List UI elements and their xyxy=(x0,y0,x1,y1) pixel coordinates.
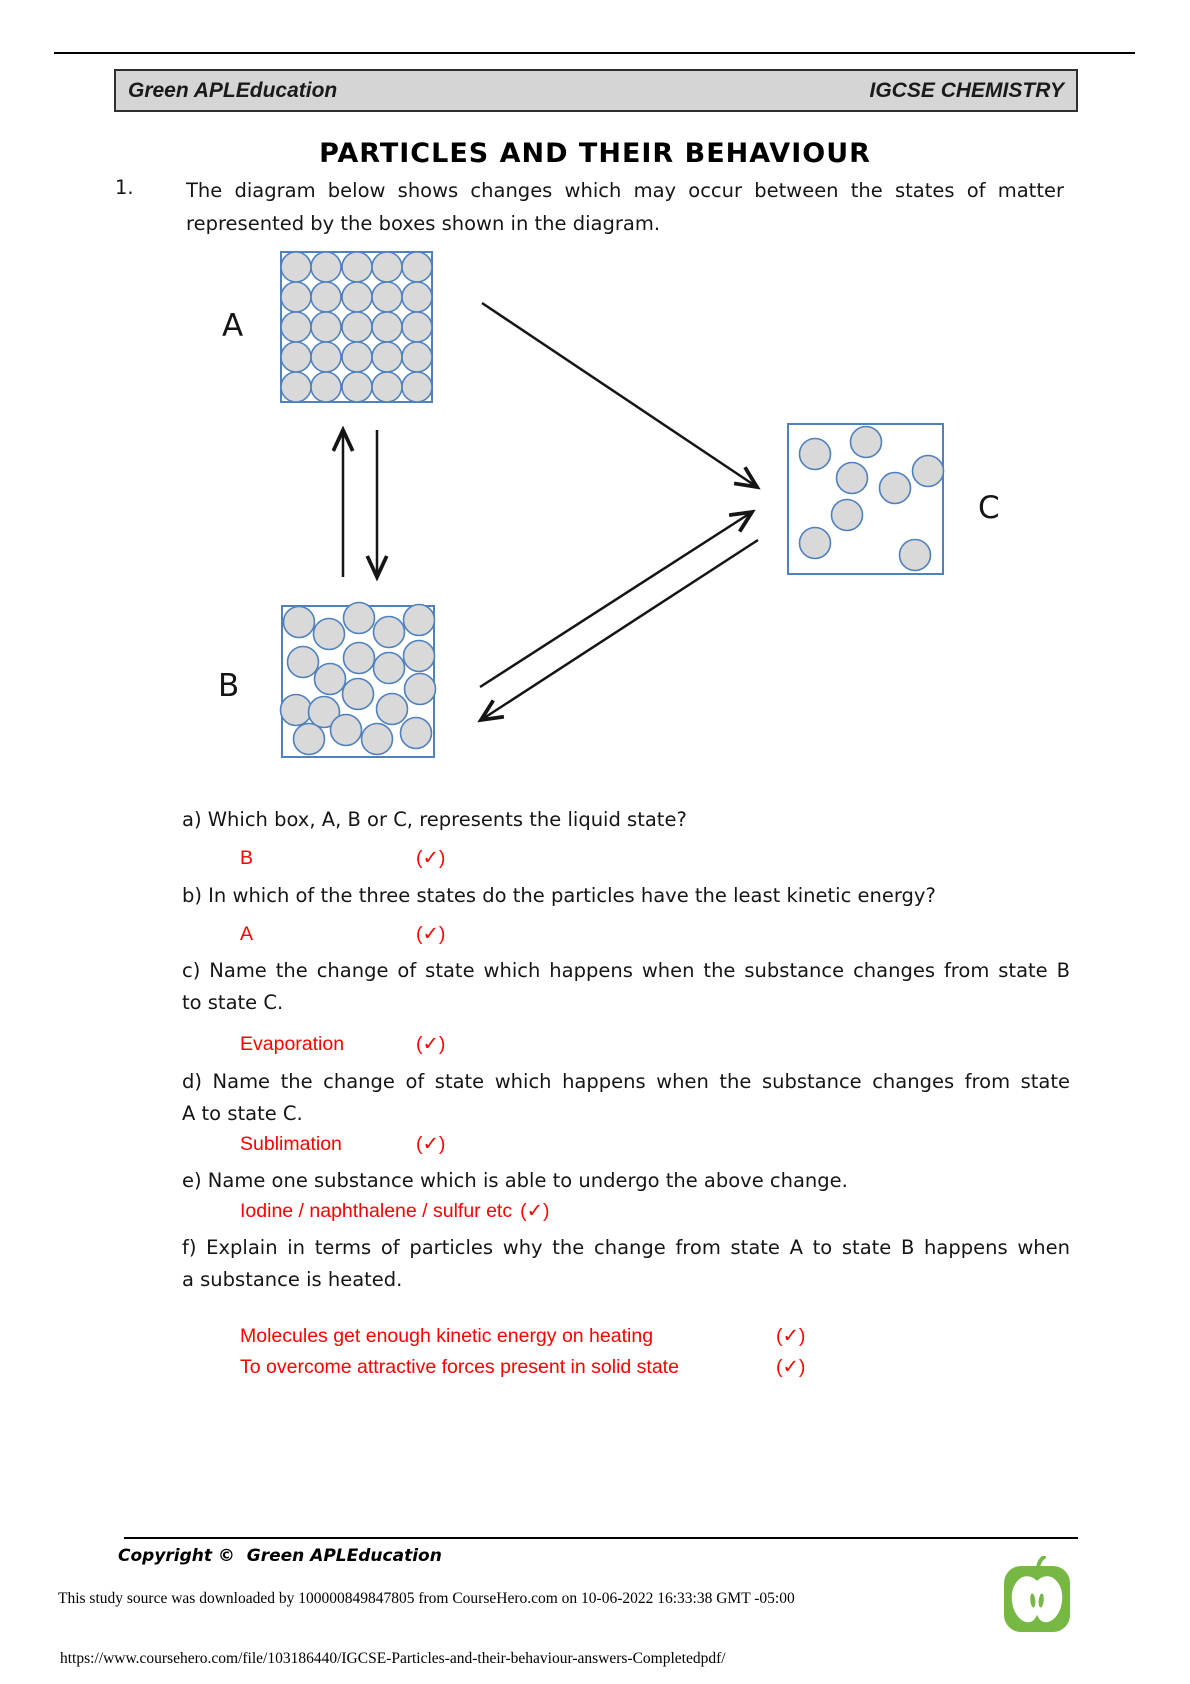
particle xyxy=(798,437,832,471)
arrow-a-to-c xyxy=(481,301,757,487)
particle xyxy=(292,722,326,756)
particle xyxy=(360,722,394,756)
apple-logo-icon xyxy=(1004,1556,1070,1632)
particle xyxy=(402,603,436,637)
particle xyxy=(849,425,883,459)
question-a-text: a) Which box, A, B or C, represents the … xyxy=(182,808,687,831)
particle xyxy=(830,498,864,532)
answer-text: Sublimation xyxy=(240,1133,342,1155)
particle xyxy=(307,695,341,729)
question-d-text: d) Name the change of state which happen… xyxy=(182,1070,1070,1125)
header-right-text: IGCSE CHEMISTRY xyxy=(869,78,1064,102)
footer-rule xyxy=(124,1537,1078,1539)
answer-tick-icon: (✓) xyxy=(776,1356,806,1378)
state-label-A: A xyxy=(222,308,243,344)
particle xyxy=(835,461,869,495)
arrow-c-to-b xyxy=(481,538,759,720)
arrow-b-to-c xyxy=(479,512,752,689)
answer-text: Molecules get enough kinetic energy on h… xyxy=(240,1325,654,1347)
copyright-text: Copyright © Green APLEducation xyxy=(118,1546,442,1566)
state-label-C: C xyxy=(978,490,1000,526)
particle xyxy=(878,471,912,505)
answer-a: B (✓) xyxy=(240,846,445,870)
header-left-text: Green APLEducation xyxy=(128,78,338,102)
intro-line-2: represented by the boxes shown in the di… xyxy=(186,212,661,235)
states-of-matter-diagram: A B C xyxy=(218,251,1000,758)
particle xyxy=(282,605,316,639)
question-b-text: b) In which of the three states do the p… xyxy=(182,884,936,907)
question-intro: The diagram below shows changes which ma… xyxy=(186,174,1064,240)
particle xyxy=(286,645,320,679)
particle xyxy=(399,716,433,750)
particle xyxy=(341,677,375,711)
answer-tick-icon: (✓) xyxy=(520,1200,550,1222)
question-e-text: e) Name one substance which is able to u… xyxy=(182,1169,848,1192)
particle xyxy=(798,526,832,560)
particle xyxy=(375,692,409,726)
particle xyxy=(329,713,363,747)
answer-tick-icon: (✓) xyxy=(416,1133,446,1155)
answer-d: Sublimation (✓) xyxy=(240,1132,445,1156)
particle xyxy=(401,371,433,403)
answer-tick-icon: (✓) xyxy=(416,923,446,945)
question-c-text: c) Name the change of state which happen… xyxy=(182,959,1070,1014)
answer-e: Iodine / naphthalene / sulfur etc (✓) xyxy=(240,1199,549,1223)
question-number: 1. xyxy=(115,176,134,199)
particle xyxy=(898,538,932,572)
question-f-text: f) Explain in terms of particles why the… xyxy=(182,1236,1070,1291)
particle xyxy=(403,672,437,706)
particle xyxy=(372,651,406,685)
answer-tick-icon: (✓) xyxy=(776,1325,806,1347)
download-note: This study source was downloaded by 1000… xyxy=(58,1590,795,1607)
answer-tick-icon: (✓) xyxy=(416,1033,446,1055)
state-box-C xyxy=(787,423,945,575)
answer-f-2: To overcome attractive forces present in… xyxy=(240,1355,805,1379)
particle xyxy=(372,615,406,649)
state-box-A xyxy=(280,251,433,403)
answer-text: B xyxy=(240,847,254,869)
answer-text: Iodine / naphthalene / sulfur etc xyxy=(240,1200,513,1222)
source-url: https://www.coursehero.com/file/10318644… xyxy=(60,1650,726,1667)
particle xyxy=(911,454,945,488)
answer-text: A xyxy=(240,923,254,945)
header-bar: Green APLEducation IGCSE CHEMISTRY xyxy=(114,69,1078,112)
answer-f-1: Molecules get enough kinetic energy on h… xyxy=(240,1324,805,1348)
intro-line-1: The diagram below shows changes which ma… xyxy=(186,179,1064,202)
page-title: PARTICLES AND THEIR BEHAVIOUR xyxy=(319,138,871,169)
state-label-B: B xyxy=(218,668,239,704)
top-rule xyxy=(54,52,1135,54)
state-box-B xyxy=(279,601,437,758)
answer-text: To overcome attractive forces present in… xyxy=(240,1356,679,1378)
particle xyxy=(310,371,342,403)
answer-text: Evaporation xyxy=(240,1033,345,1055)
particle xyxy=(313,662,347,696)
particle xyxy=(312,617,346,651)
particle xyxy=(342,641,376,675)
answer-c: Evaporation (✓) xyxy=(240,1032,445,1056)
particle xyxy=(402,639,436,673)
particle xyxy=(342,601,376,635)
answer-tick-icon: (✓) xyxy=(416,847,446,869)
answer-b: A (✓) xyxy=(240,922,445,946)
